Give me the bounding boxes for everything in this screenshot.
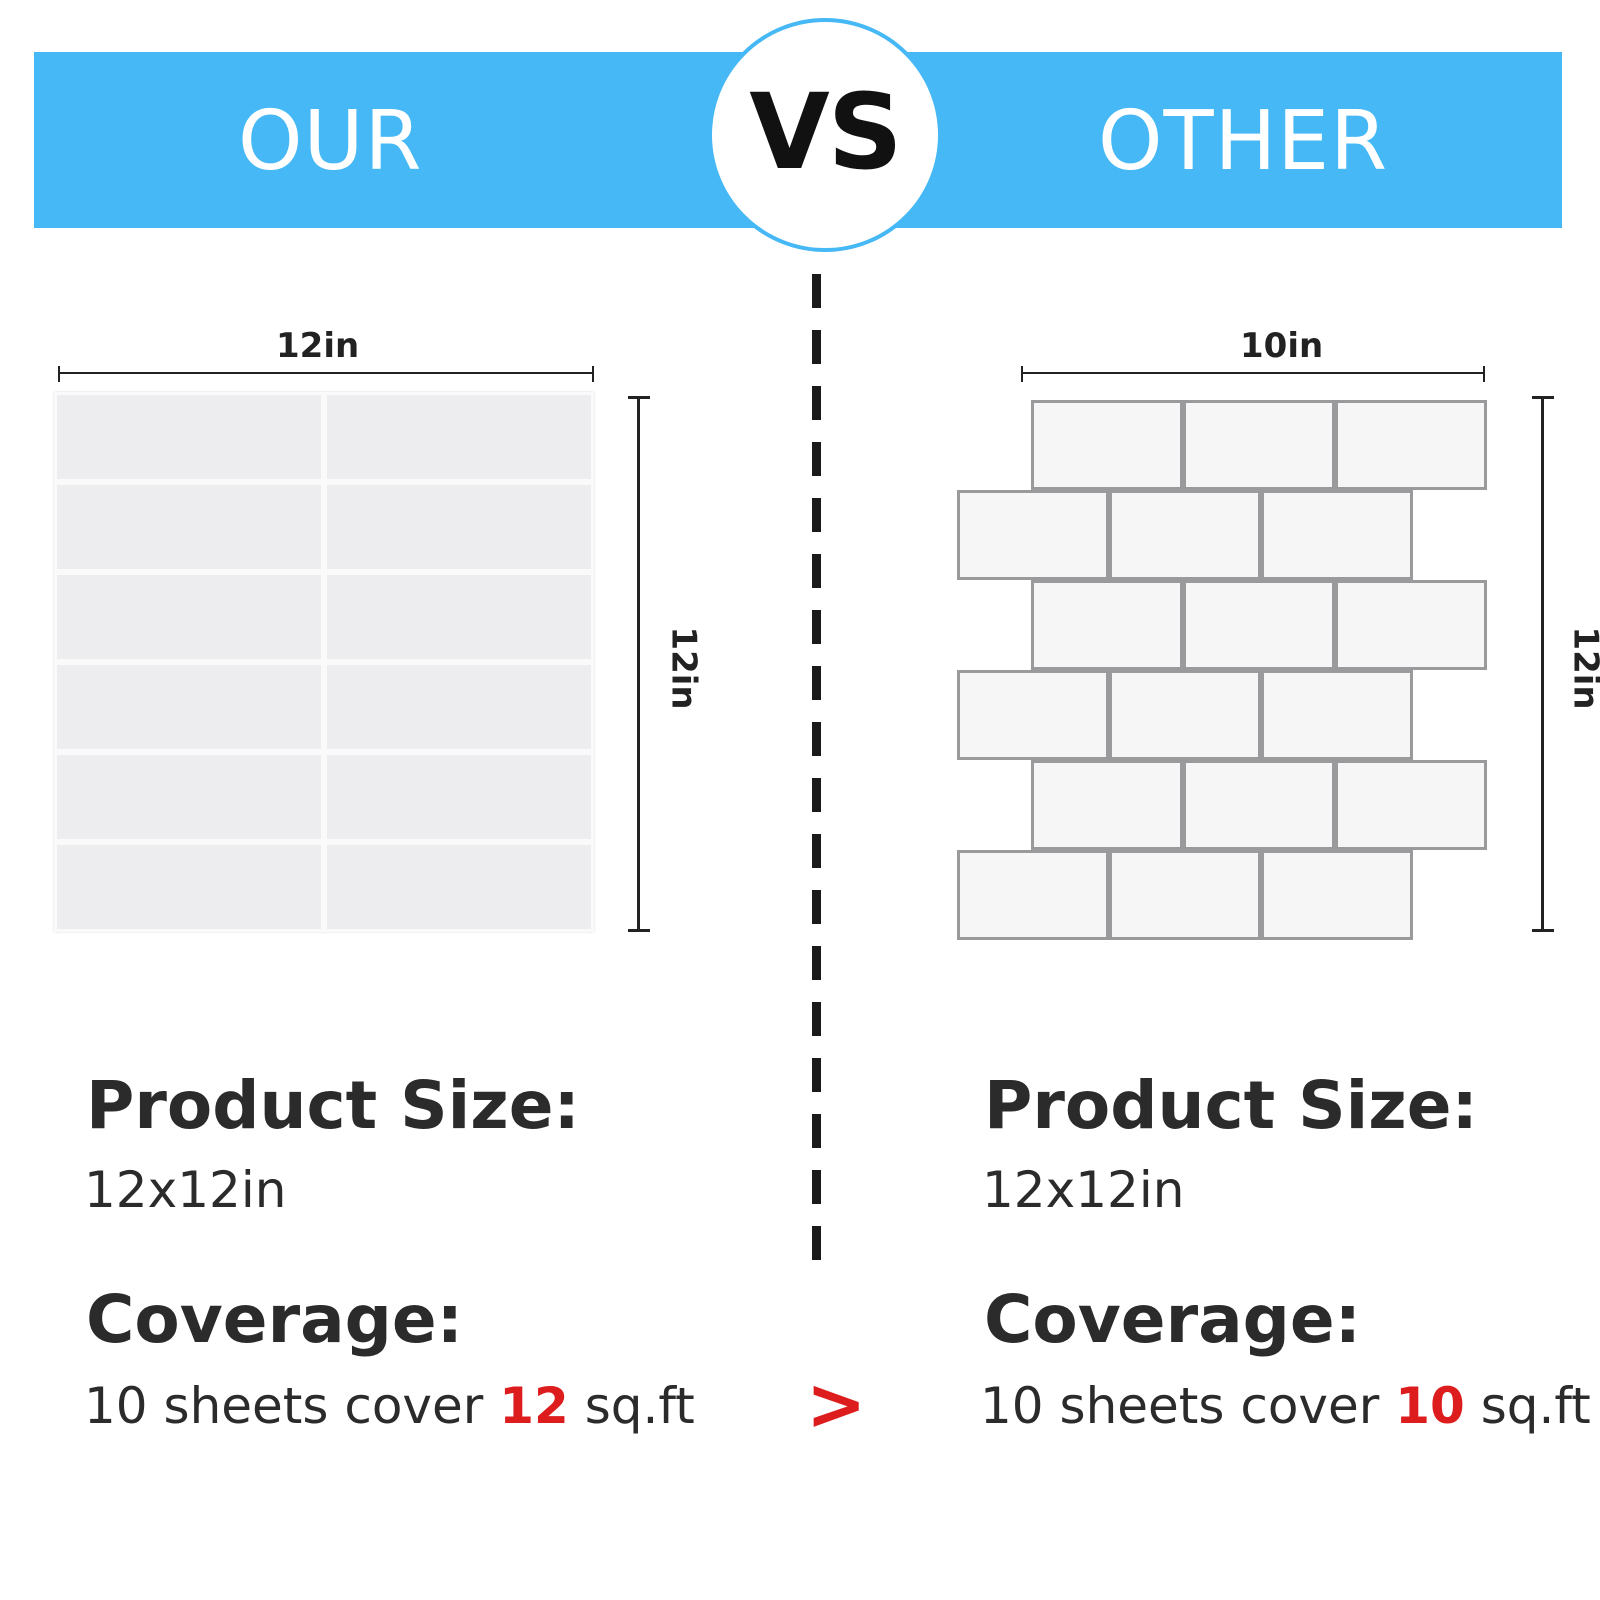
our-coverage-number: 12 (499, 1377, 569, 1435)
center-divider (812, 274, 821, 1268)
other-coverage-value: 10 sheets cover 10 sq.ft (980, 1376, 1591, 1436)
other-size-heading: Product Size: (984, 1067, 1478, 1144)
other-height-label: 12in (1565, 626, 1600, 710)
our-width-dimension (58, 366, 594, 382)
other-size-value: 12x12in (982, 1161, 1185, 1219)
our-tile (324, 662, 594, 752)
our-width-label: 12in (276, 326, 360, 366)
vs-label: VS (749, 71, 902, 193)
other-tile (957, 490, 1109, 580)
our-size-value: 12x12in (84, 1161, 287, 1219)
our-tile (54, 662, 324, 752)
other-tile (957, 850, 1109, 940)
our-height-dimension (628, 396, 650, 932)
our-size-heading: Product Size: (86, 1067, 580, 1144)
other-width-label: 10in (1240, 326, 1324, 366)
our-tile (324, 572, 594, 662)
other-tile (1183, 580, 1335, 670)
other-height-dimension (1532, 396, 1554, 932)
our-coverage-heading: Coverage: (86, 1281, 464, 1358)
our-coverage-suffix: sq.ft (568, 1377, 695, 1435)
our-tile (54, 752, 324, 842)
other-tile (1335, 760, 1487, 850)
our-tile (54, 842, 324, 932)
our-tile (324, 392, 594, 482)
other-tile (957, 670, 1109, 760)
greater-than-symbol: > (806, 1362, 867, 1446)
other-tile (1183, 400, 1335, 490)
other-coverage-prefix: 10 sheets cover (980, 1377, 1396, 1435)
other-coverage-heading: Coverage: (984, 1281, 1362, 1358)
other-tile (1109, 850, 1261, 940)
our-label: OUR (238, 94, 423, 189)
our-tile (54, 392, 324, 482)
other-tile (1109, 490, 1261, 580)
other-tile (1031, 760, 1183, 850)
other-coverage-suffix: sq.ft (1464, 1377, 1591, 1435)
other-tile (1335, 580, 1487, 670)
other-tile (1031, 580, 1183, 670)
our-tile (54, 572, 324, 662)
other-label: OTHER (1098, 94, 1389, 189)
other-coverage-number: 10 (1395, 1377, 1465, 1435)
our-coverage-prefix: 10 sheets cover (84, 1377, 500, 1435)
other-tile (1261, 490, 1413, 580)
other-tile (1261, 850, 1413, 940)
our-tile (324, 482, 594, 572)
our-tile (324, 752, 594, 842)
our-height-label: 12in (663, 626, 704, 710)
our-tile-sheet (54, 392, 594, 932)
other-width-dimension (1021, 366, 1485, 382)
other-tile (1335, 400, 1487, 490)
our-tile (54, 482, 324, 572)
other-tile (1109, 670, 1261, 760)
vs-badge: VS (708, 18, 942, 252)
our-coverage-value: 10 sheets cover 12 sq.ft (84, 1376, 695, 1436)
other-tile (1261, 670, 1413, 760)
our-tile (324, 842, 594, 932)
other-tile (1183, 760, 1335, 850)
other-tile (1031, 400, 1183, 490)
